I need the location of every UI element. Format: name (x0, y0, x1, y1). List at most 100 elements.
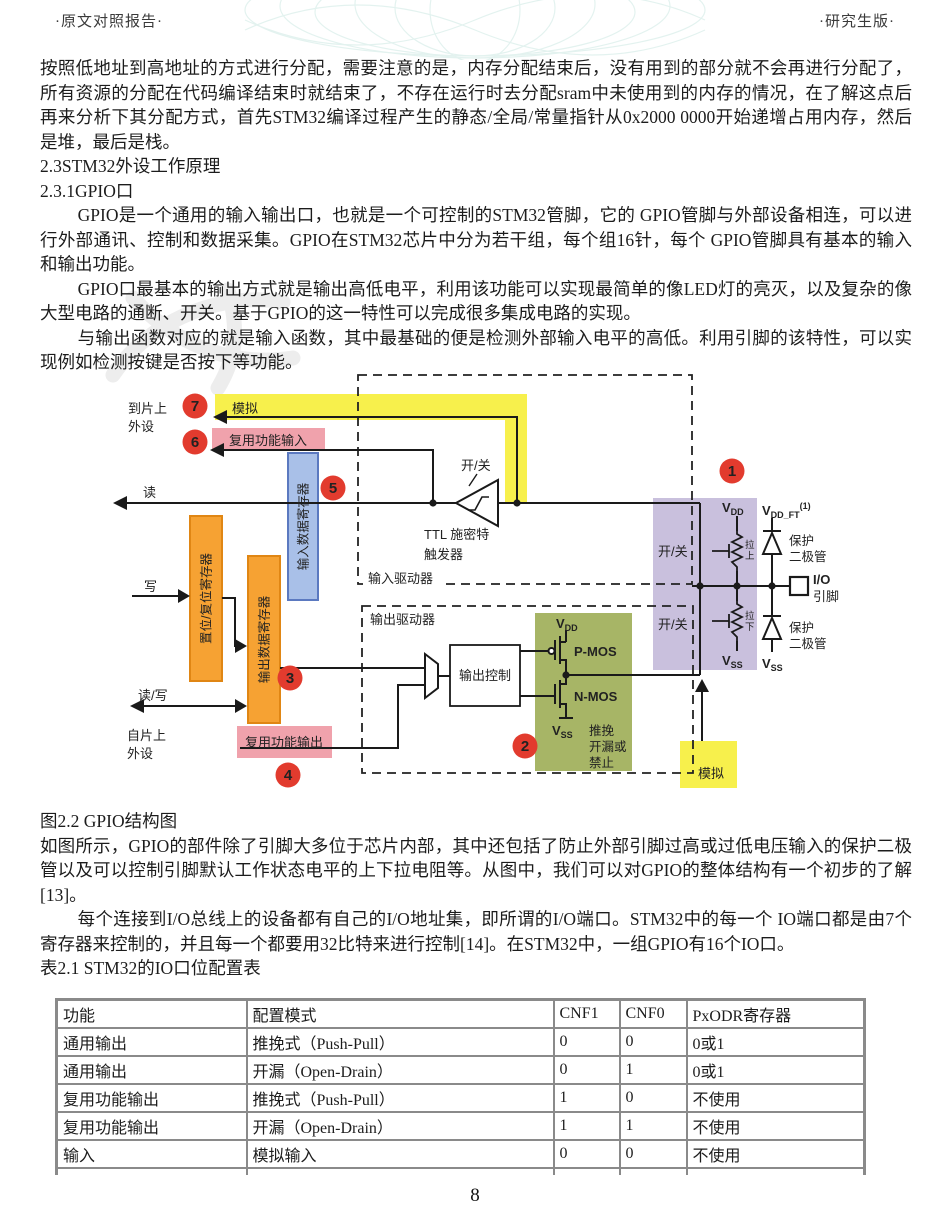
svg-text:引脚: 引脚 (813, 589, 839, 604)
table-cell (685, 1167, 866, 1175)
output-data-register-label: 输出数据寄存器 (257, 595, 272, 683)
paragraph: 与输出函数对应的就是输入函数，其中最基础的便是检测外部输入电平的高低。利用引脚的… (40, 327, 912, 373)
section-heading: 2.3STM32外设工作原理 (40, 156, 221, 176)
svg-text:上: 上 (745, 551, 755, 562)
output-driver-box (361, 605, 694, 774)
gpio-structure-figure: 到片上 外设 模拟 复用功能输入 读 写 读/写 自片上 外设 复用功能输出 输… (0, 368, 950, 810)
page-header: ·原文对照报告· ·研究生版· (55, 10, 895, 31)
protect-diode-down-label: 保护 (789, 621, 814, 635)
table-cell: 不使用 (685, 1083, 866, 1113)
register-boxes (189, 452, 319, 724)
table-cell: 复用功能输出 (55, 1111, 248, 1141)
output-driver-label: 输出驱动器 (370, 612, 435, 627)
table-cell: 1 (618, 1055, 688, 1085)
figure-caption: 图2.2 GPIO结构图 (40, 811, 178, 831)
header-left: ·原文对照报告· (55, 14, 163, 30)
output-data-register-box (247, 555, 281, 724)
paragraph: GPIO是一个通用的输入输出口，也就是一个可控制的STM32管脚，它的 GPIO… (40, 205, 912, 274)
io-config-table: 功能 配置模式 CNF1 CNF0 PxODR寄存器 通用输出推挽式（Push-… (55, 998, 866, 1175)
table-cell: 0 (618, 1083, 688, 1113)
svg-text:二极管: 二极管 (789, 549, 827, 564)
label-patch (363, 570, 445, 587)
paragraph: 每个连接到I/O总线上的设备都有自己的I/O地址集，即所谓的I/O端口。STM3… (40, 909, 912, 954)
callout-circles: 7 6 5 3 4 2 1 (182, 393, 745, 788)
pmos-glyph (547, 630, 567, 675)
table-cell: 0或1 (685, 1055, 866, 1085)
column-header: 配置模式 (245, 998, 555, 1029)
protect-diode-up-label: 保护 (789, 534, 814, 548)
svg-text:开漏或: 开漏或 (589, 739, 627, 754)
vdd-ft-label: VDD_FT(1) (762, 501, 811, 520)
nmos-glyph (554, 675, 573, 719)
onoff-down-label: 开/关 (658, 617, 688, 632)
set-reset-register-box (189, 515, 223, 682)
callout-1: 1 (719, 458, 745, 484)
table-header-row: 功能 配置模式 CNF1 CNF0 PxODR寄存器 (55, 998, 866, 1029)
table-caption: 表2.1 STM32的IO口位配置表 (40, 958, 261, 978)
table-cell: 0 (618, 1027, 688, 1057)
subsection-heading: 2.3.1GPIO口 (40, 180, 134, 201)
table-cell: 开漏（Open-Drain） (245, 1055, 555, 1085)
table-cell: 0 (552, 1027, 621, 1057)
header-right: ·研究生版· (819, 14, 895, 30)
table-cell: 0 (618, 1139, 688, 1169)
highlight-shapes (212, 394, 757, 788)
svg-text:4: 4 (284, 767, 293, 784)
svg-text:外设: 外设 (127, 746, 153, 761)
column-header: PxODR寄存器 (685, 998, 866, 1029)
table-cell: 通用输出 (55, 1027, 248, 1057)
analog-top-label: 模拟 (232, 401, 258, 416)
svg-text:1: 1 (728, 463, 736, 480)
page-number: 8 (470, 1185, 480, 1206)
table-cell (55, 1167, 248, 1175)
table-cell (245, 1167, 555, 1175)
table-cell: 不使用 (685, 1139, 866, 1169)
pmos-label: P-MOS (574, 644, 617, 659)
mux (424, 651, 439, 701)
table-row (55, 1167, 866, 1175)
svg-text:2: 2 (521, 738, 529, 755)
svg-text:5: 5 (329, 480, 337, 497)
schmitt-trigger (453, 473, 499, 528)
column-header: CNF0 (618, 998, 688, 1029)
junction-dots (429, 499, 776, 679)
table-body: 功能 配置模式 CNF1 CNF0 PxODR寄存器 通用输出推挽式（Push-… (55, 998, 866, 1175)
svg-text:禁止: 禁止 (589, 756, 614, 770)
table-cell: 1 (552, 1083, 621, 1113)
table-cell: 复用功能输出 (55, 1083, 248, 1113)
read-write-label: 读/写 (138, 688, 168, 703)
mode-label: 推挽 (589, 724, 615, 738)
paragraph: 如图所示，GPIO的部件除了引脚大多位于芯片内部，其中还包括了防止外部引脚过高或… (40, 835, 912, 905)
io-config-table-wrap: 功能 配置模式 CNF1 CNF0 PxODR寄存器 通用输出推挽式（Push-… (55, 998, 867, 1175)
table-cell: 1 (552, 1111, 621, 1141)
figure-labels: 到片上 外设 模拟 复用功能输入 读 写 读/写 自片上 外设 复用功能输出 输… (127, 401, 839, 781)
vss-green-label: VSS (552, 723, 573, 740)
from-onchip-label: 自片上 (127, 728, 166, 743)
vdd-green-label: VDD (556, 616, 578, 633)
io-pin-square (788, 575, 810, 597)
paragraph: 按照低地址到高地址的方式进行分配，需要注意的是，内存分配结束后，没有用到的部分就… (40, 58, 912, 152)
callout-7: 7 (182, 393, 208, 419)
vdd-purple-label: VDD (722, 500, 744, 517)
protection-diode-down (761, 615, 783, 640)
input-data-register-label: 输入数据寄存器 (296, 482, 311, 570)
driver-boxes (357, 374, 694, 774)
svg-text:二极管: 二极管 (789, 636, 827, 651)
vss-purple-label: VSS (722, 653, 743, 670)
input-driver-label: 输入驱动器 (368, 571, 433, 586)
input-driver-box (357, 374, 693, 585)
table-cell (618, 1167, 688, 1175)
svg-text:3: 3 (286, 670, 294, 687)
column-header: CNF1 (552, 998, 621, 1029)
callout-2: 2 (512, 733, 538, 759)
pulldown-label: 拉 (745, 610, 755, 622)
input-data-register-box (287, 452, 319, 601)
pulldown-resistor (712, 601, 745, 641)
body-text-upper: 按照低地址到高地址的方式进行分配，需要注意的是，内存分配结束后，没有用到的部分就… (40, 56, 912, 375)
protection-diode-up (761, 530, 783, 555)
output-control-label: 输出控制 (459, 668, 511, 683)
to-onchip-label: 到片上 (128, 401, 167, 416)
